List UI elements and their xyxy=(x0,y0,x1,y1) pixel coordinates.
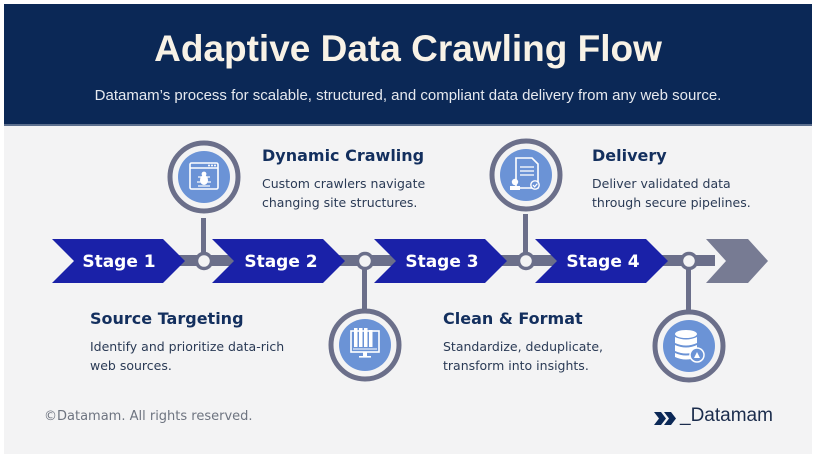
stage-2-heading: Dynamic Crawling xyxy=(262,146,425,165)
junction-node xyxy=(679,251,699,271)
stage-3-chevron xyxy=(374,239,507,283)
double-chevron-icon xyxy=(654,412,676,425)
stage-1-description-line-1: Identify and prioritize data-rich xyxy=(90,339,285,354)
page-title: Adaptive Data Crawling Flow xyxy=(154,28,662,69)
stage-4-description-line-2: through secure pipelines. xyxy=(592,195,751,210)
stem-stage-4 xyxy=(523,214,528,256)
stage-4-chevron xyxy=(535,239,668,283)
stage-3-description-line-2: transform into insights. xyxy=(443,358,589,373)
copyright-text: ©Datamam. All rights reserved. xyxy=(44,409,253,424)
stage-3-label: Stage 3 xyxy=(405,252,478,272)
stage-2-description: Custom crawlers navigate changing site st… xyxy=(262,174,425,212)
junction-node xyxy=(516,251,536,271)
infographic-frame: Adaptive Data Crawling Flow Datamam’s pr… xyxy=(4,4,812,454)
junction-node xyxy=(194,251,214,271)
stage-1-description-line-2: web sources. xyxy=(90,358,172,373)
stage-4-text-block: Delivery Deliver validated data through s… xyxy=(592,146,751,212)
stage-4-description-line-1: Deliver validated data xyxy=(592,176,731,191)
stage-1-text-block: Source Targeting Identify and prioritize… xyxy=(90,309,284,375)
stage-3-text-block: Clean & Format Standardize, deduplicate,… xyxy=(443,309,603,375)
stage-4-description: Deliver validated data through secure pip… xyxy=(592,174,751,212)
stage-1-label: Stage 1 xyxy=(82,252,155,272)
stage-2-description-line-2: changing site structures. xyxy=(262,195,418,210)
page-subtitle: Datamam’s process for scalable, structur… xyxy=(94,87,722,104)
browser-bug-icon xyxy=(167,140,241,214)
stage-1-heading: Source Targeting xyxy=(90,309,244,328)
stage-1-description: Identify and prioritize data-rich web sou… xyxy=(90,337,284,375)
stage-2-label: Stage 2 xyxy=(244,252,317,272)
brand-logo: _Datamam xyxy=(652,405,773,427)
stage-1-chevron xyxy=(52,239,185,283)
junction-node xyxy=(355,251,375,271)
stage-3-heading: Clean & Format xyxy=(443,309,583,328)
stage-2-text-block: Dynamic Crawling Custom crawlers navigat… xyxy=(262,146,425,212)
stem-end xyxy=(686,266,691,312)
stem-stage-3 xyxy=(362,266,367,310)
header-banner: Adaptive Data Crawling Flow Datamam’s pr… xyxy=(4,4,812,126)
stage-4-label: Stage 4 xyxy=(566,252,639,272)
library-monitor-icon xyxy=(328,308,402,382)
stem-stage-2 xyxy=(201,218,206,256)
document-approval-icon xyxy=(489,138,563,212)
stage-3-description-line-1: Standardize, deduplicate, xyxy=(443,339,603,354)
end-arrow xyxy=(706,239,768,283)
stage-3-description: Standardize, deduplicate, transform into … xyxy=(443,337,603,375)
stage-2-description-line-1: Custom crawlers navigate xyxy=(262,176,426,191)
brand-name: _Datamam xyxy=(680,405,773,426)
database-clean-icon xyxy=(652,309,726,383)
stage-2-chevron xyxy=(212,239,345,283)
stage-4-heading: Delivery xyxy=(592,146,667,165)
